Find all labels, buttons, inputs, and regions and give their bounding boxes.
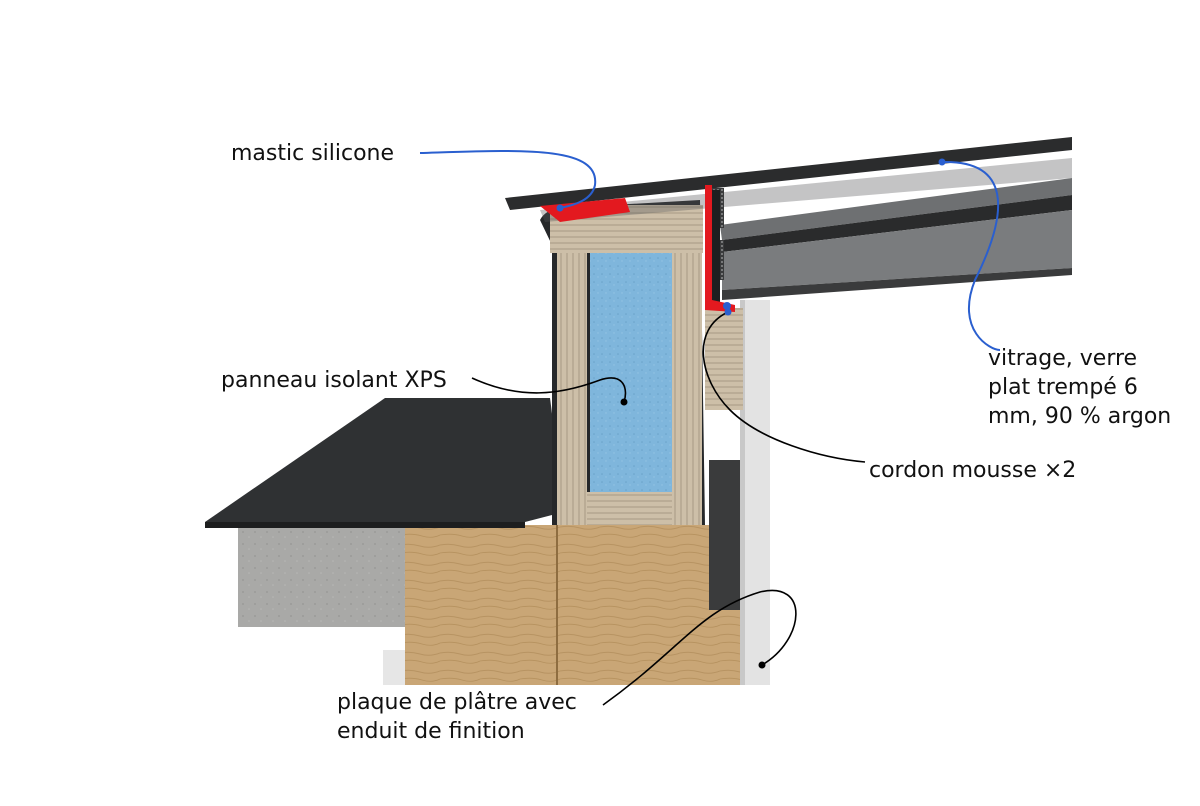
roofing-membrane bbox=[205, 398, 556, 522]
plywood-post bbox=[705, 308, 743, 410]
label-platre-line-1: plaque de plâtre avec bbox=[337, 690, 577, 715]
plasterboard bbox=[745, 300, 770, 685]
xps-insulation bbox=[590, 253, 672, 492]
label-vitrage-line-3: mm, 90 % argon bbox=[988, 404, 1172, 429]
plywood-frame-right bbox=[672, 250, 702, 525]
timber-beam-middle bbox=[557, 525, 709, 685]
label-platre-line-2: enduit de finition bbox=[337, 719, 525, 744]
silicone-sealant-top bbox=[540, 198, 630, 222]
silicone-sealant-side bbox=[705, 185, 735, 312]
label-cordon-mousse: cordon mousse ×2 bbox=[869, 458, 1077, 483]
cavity bbox=[709, 460, 745, 610]
concrete-block bbox=[238, 527, 408, 627]
label-mastic-silicone: mastic silicone bbox=[231, 141, 395, 166]
glazing-middle-pane bbox=[720, 178, 1072, 240]
foam-cord-1 bbox=[723, 302, 731, 310]
leader-cordon bbox=[702, 311, 866, 463]
plywood-frame-bottom bbox=[587, 492, 672, 525]
label-vitrage-line-1: vitrage, verre bbox=[988, 346, 1138, 371]
leader-mastic bbox=[419, 150, 597, 209]
leader-vitrage bbox=[941, 160, 1001, 351]
label-panneau-xps: panneau isolant XPS bbox=[221, 368, 447, 393]
glazing-outer-pane bbox=[505, 137, 1072, 210]
leader-xps bbox=[471, 377, 627, 403]
glazing-inner-pane bbox=[722, 210, 1072, 290]
plywood-frame-left bbox=[557, 250, 587, 525]
timber-beam-left bbox=[405, 525, 557, 685]
label-plaque-platre: plaque de plâtre avec enduit de finition bbox=[337, 688, 577, 746]
label-vitrage: vitrage, verre plat trempé 6 mm, 90 % ar… bbox=[988, 344, 1171, 431]
label-vitrage-line-2: plat trempé 6 bbox=[988, 375, 1138, 400]
glazing-frame-vertical bbox=[712, 190, 720, 310]
leader-platre bbox=[602, 589, 797, 706]
plaster-strip-bottom bbox=[383, 650, 405, 685]
